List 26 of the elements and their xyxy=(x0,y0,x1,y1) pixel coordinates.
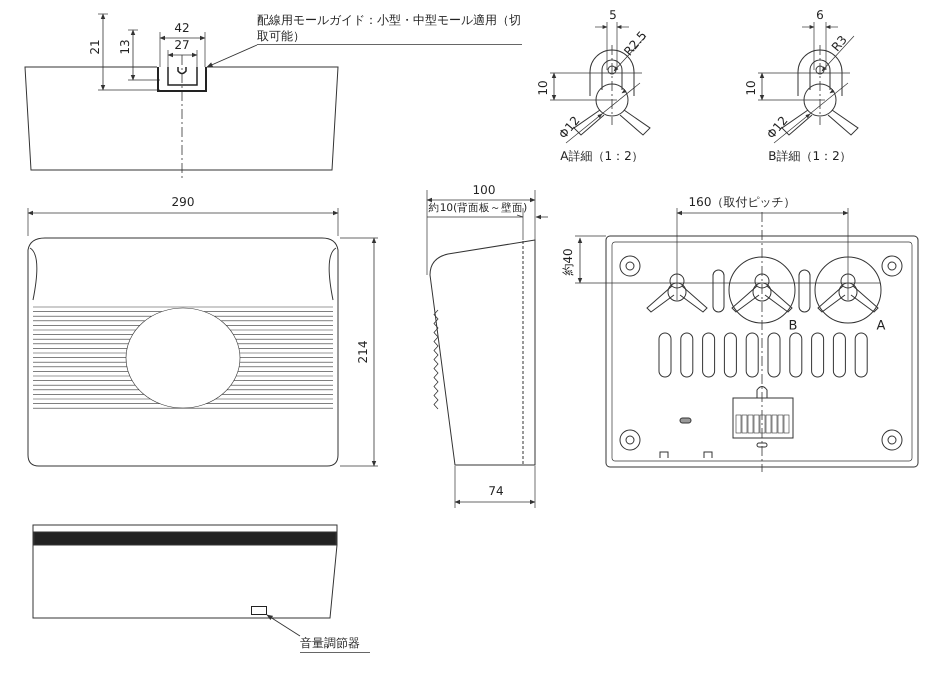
dimension-value: 74 xyxy=(488,485,504,499)
volume-control xyxy=(251,606,267,615)
dimension-value: 214 xyxy=(357,340,371,364)
detail-marker: A xyxy=(876,320,886,334)
dimension-value: 13 xyxy=(119,39,133,55)
detail-caption: A詳細（1：2） xyxy=(560,150,644,164)
detail-marker: B xyxy=(788,320,798,334)
dimension-value: 5 xyxy=(609,9,617,23)
dimension-value: 約40 xyxy=(562,248,576,276)
dimension-value: 160（取付ピッチ） xyxy=(688,196,796,210)
leader-line xyxy=(206,44,258,68)
dimension-value: 6 xyxy=(816,9,824,23)
dimension-value: 27 xyxy=(174,39,190,53)
dimension-value: 100 xyxy=(472,184,496,198)
dimension-value: 21 xyxy=(89,39,103,55)
dimension-value: 290 xyxy=(172,196,194,210)
callout-text: 配線用モールガイド：小型・中型モール適用（切取可能） xyxy=(257,13,522,46)
dimension-value: R3 xyxy=(830,33,850,55)
callout-text: 音量調節器 xyxy=(300,636,370,653)
dimension-value: 10 xyxy=(745,80,759,96)
dimension-value: 10 xyxy=(537,80,551,96)
dimension-value: 42 xyxy=(174,22,190,36)
detail-caption: B詳細（1：2） xyxy=(768,150,852,164)
molding-guide xyxy=(157,67,207,92)
dimension-value: 約10(背面板～壁面) xyxy=(428,202,528,214)
leader-line xyxy=(266,614,300,636)
